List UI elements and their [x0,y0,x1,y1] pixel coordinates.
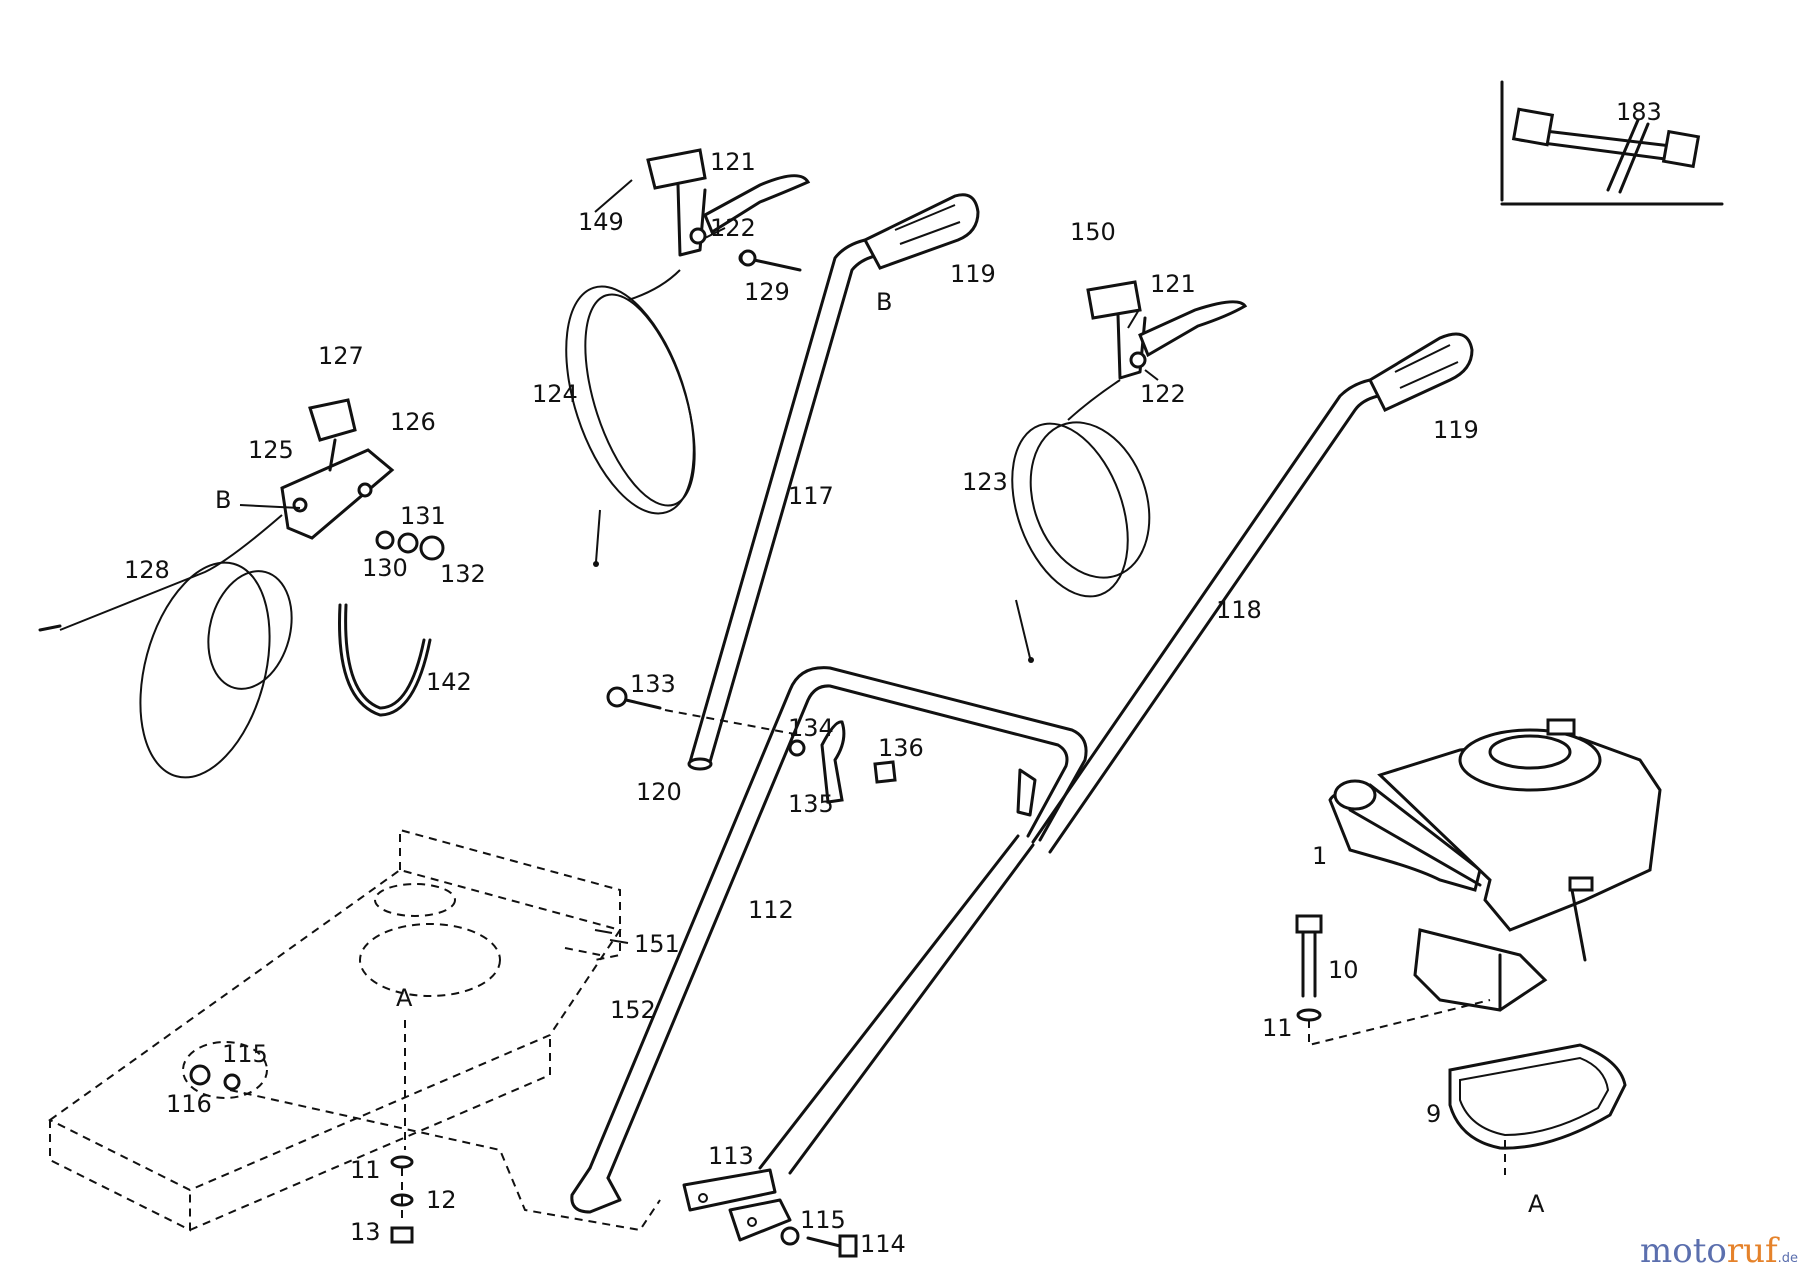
label-part-122a: 122 [710,214,756,242]
label-part-127: 127 [318,342,364,370]
fastener-134-136 [788,720,897,804]
fastener-11-12-13 [390,1155,414,1244]
label-part-129: 129 [744,278,790,306]
mower-deck [48,828,661,1232]
label-part-11b: 11 [1262,1014,1293,1042]
label-part-134: 134 [788,714,834,742]
label-part-1: 1 [1312,842,1327,870]
label-ref-a-top: A [396,984,413,1012]
label-part-114: 114 [860,1230,906,1258]
control-box-125 [280,398,445,561]
label-part-9: 9 [1426,1100,1441,1128]
handle-bar-118 [758,332,1474,1175]
bolt-129 [739,249,757,267]
lower-frame-112 [570,666,1088,1214]
label-part-135: 135 [788,790,834,818]
label-part-124: 124 [532,380,578,408]
label-part-12: 12 [426,1186,457,1214]
label-part-13: 13 [350,1218,381,1246]
label-part-183: 183 [1616,98,1662,126]
label-part-136: 136 [878,734,924,762]
label-part-119b: 119 [1433,416,1479,444]
label-part-142: 142 [426,668,472,696]
label-part-122b: 122 [1140,380,1186,408]
label-part-118: 118 [1216,596,1262,624]
label-part-128: 128 [124,556,170,584]
label-part-119a: 119 [950,260,996,288]
label-part-130: 130 [362,554,408,582]
bolt-10-washer-11 [1295,914,1491,1047]
label-ref-b-handle: B [876,288,892,316]
label-part-11a: 11 [350,1156,381,1184]
leader-lines [239,179,1159,961]
label-part-149: 149 [578,208,624,236]
label-ref-b-left: B [215,486,231,514]
label-part-113: 113 [708,1142,754,1170]
label-part-115b: 115 [800,1206,846,1234]
label-part-132: 132 [440,560,486,588]
fastener-133 [606,686,801,736]
label-part-10: 10 [1328,956,1359,984]
throttle-lever-right [1086,280,1248,380]
engine-1 [1328,718,1662,1012]
handle-bar-117 [687,193,980,771]
cable-123 [1011,379,1151,663]
watermark-logo: motoruf.de [1640,1231,1798,1271]
label-part-115a: 115 [222,1040,268,1068]
label-part-123: 123 [962,468,1008,496]
label-part-120: 120 [636,778,682,806]
label-part-121b: 121 [1150,270,1196,298]
tool-box-183 [1500,80,1724,206]
label-part-150: 150 [1070,218,1116,246]
label-part-152: 152 [610,996,656,1024]
cover-9 [1448,1043,1627,1175]
label-part-151: 151 [634,930,680,958]
label-part-116: 116 [166,1090,212,1118]
label-part-125: 125 [248,436,294,464]
label-part-131: 131 [400,502,446,530]
label-part-121a: 121 [710,148,756,176]
label-part-133: 133 [630,670,676,698]
plate-113 [682,1168,858,1258]
label-part-117: 117 [788,482,834,510]
label-part-126: 126 [390,408,436,436]
label-part-112: 112 [748,896,794,924]
cable-124 [565,269,696,567]
label-ref-a-bottom: A [1528,1190,1545,1218]
cable-128 [38,514,293,779]
wire-clip-142 [338,603,432,717]
